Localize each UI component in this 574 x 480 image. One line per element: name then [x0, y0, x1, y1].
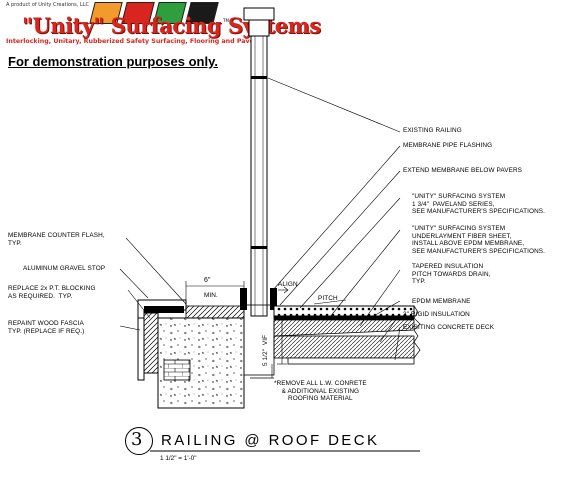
- removal-note: *REMOVE ALL L.W. CONRETE & ADDITIONAL EX…: [274, 380, 367, 403]
- roof-deck: [273, 305, 421, 365]
- label-epdm-membrane: EPDM MEMBRANE: [412, 298, 471, 305]
- label-existing-railing: EXISTING RAILING: [403, 127, 462, 134]
- detail-number: 3: [131, 429, 143, 450]
- label-tapered-insulation: TAPERED INSULATION PITCH TOWARDS DRAIN, …: [412, 263, 491, 286]
- label-gravel-stop: ALUMINUM GRAVEL STOP: [23, 265, 106, 272]
- pipe-flashing-left: [240, 288, 247, 310]
- left-membrane-layer: [185, 305, 245, 319]
- detail-scale: 1 1/2" = 1'-0": [160, 455, 197, 462]
- brand-trademark: TM: [223, 18, 229, 23]
- roof-edge: [137, 299, 245, 409]
- label-rigid-insulation: 3" RIGID INSULATION: [403, 311, 470, 318]
- label-extend-membrane: EXTEND MEMBRANE BELOW PAVERS: [403, 167, 523, 174]
- label-wood-fascia: REPAINT WOOD FASCIA TYP. (REPLACE IF REQ…: [8, 320, 85, 335]
- tapered-insulation: [273, 319, 415, 337]
- brand-tagline: Interlocking, Unitary, Rubberized Safety…: [6, 38, 264, 45]
- dim-min: MIN.: [204, 292, 218, 299]
- leaders-left: [119, 237, 187, 331]
- label-concrete-deck: EXISITING CONCRETE DECK: [403, 324, 495, 331]
- brand-small-line: A product of Unity Creations, LLC: [6, 2, 89, 8]
- counter-flash: [144, 306, 184, 313]
- dimensions: [185, 281, 347, 378]
- label-pipe-flashing: MEMBRANE PIPE FLASHING: [403, 142, 493, 149]
- railing-band-upper: [251, 76, 267, 79]
- leaders-right: [267, 77, 401, 361]
- underlayment-epdm: [274, 316, 414, 320]
- railing-top-sleeve: [248, 19, 270, 37]
- dim-align: ALIGN: [278, 281, 298, 288]
- detail-title: RAILING @ ROOF DECK: [161, 432, 380, 449]
- detail-number-circle: [125, 427, 153, 455]
- wood-blocking: [143, 312, 159, 374]
- wood-fascia: [137, 317, 145, 381]
- concrete-deck: [287, 357, 415, 365]
- brick-infill: [163, 359, 191, 381]
- paver-layer: [273, 305, 415, 317]
- pipe-flashing-right: [270, 288, 277, 310]
- railing-post: [240, 7, 277, 376]
- dim-pitch: PITCH: [318, 295, 338, 302]
- label-underlayment: "UNITY" SURFACING SYSTEM UNDERLAYMENT FI…: [412, 225, 546, 255]
- label-paveland-series: "UNITY" SURFACING SYSTEM 1 3/4" PAVELAND…: [412, 193, 546, 216]
- demo-notice: For demonstration purposes only.: [8, 54, 218, 69]
- railing-band-lower: [251, 246, 267, 249]
- dim-vertical: 5 1/2" VIF: [262, 334, 269, 366]
- label-blocking: REPLACE 2x P.T. BLOCKING AS REQUIRED. TY…: [8, 285, 96, 300]
- rigid-insulation: [273, 335, 415, 359]
- label-counter-flash: MEMBRANE COUNTER FLASH, TYP.: [8, 232, 105, 247]
- dim-six-inch: 6": [204, 277, 211, 284]
- pitch-arrow: [313, 299, 347, 305]
- railing-cap: [243, 7, 275, 21]
